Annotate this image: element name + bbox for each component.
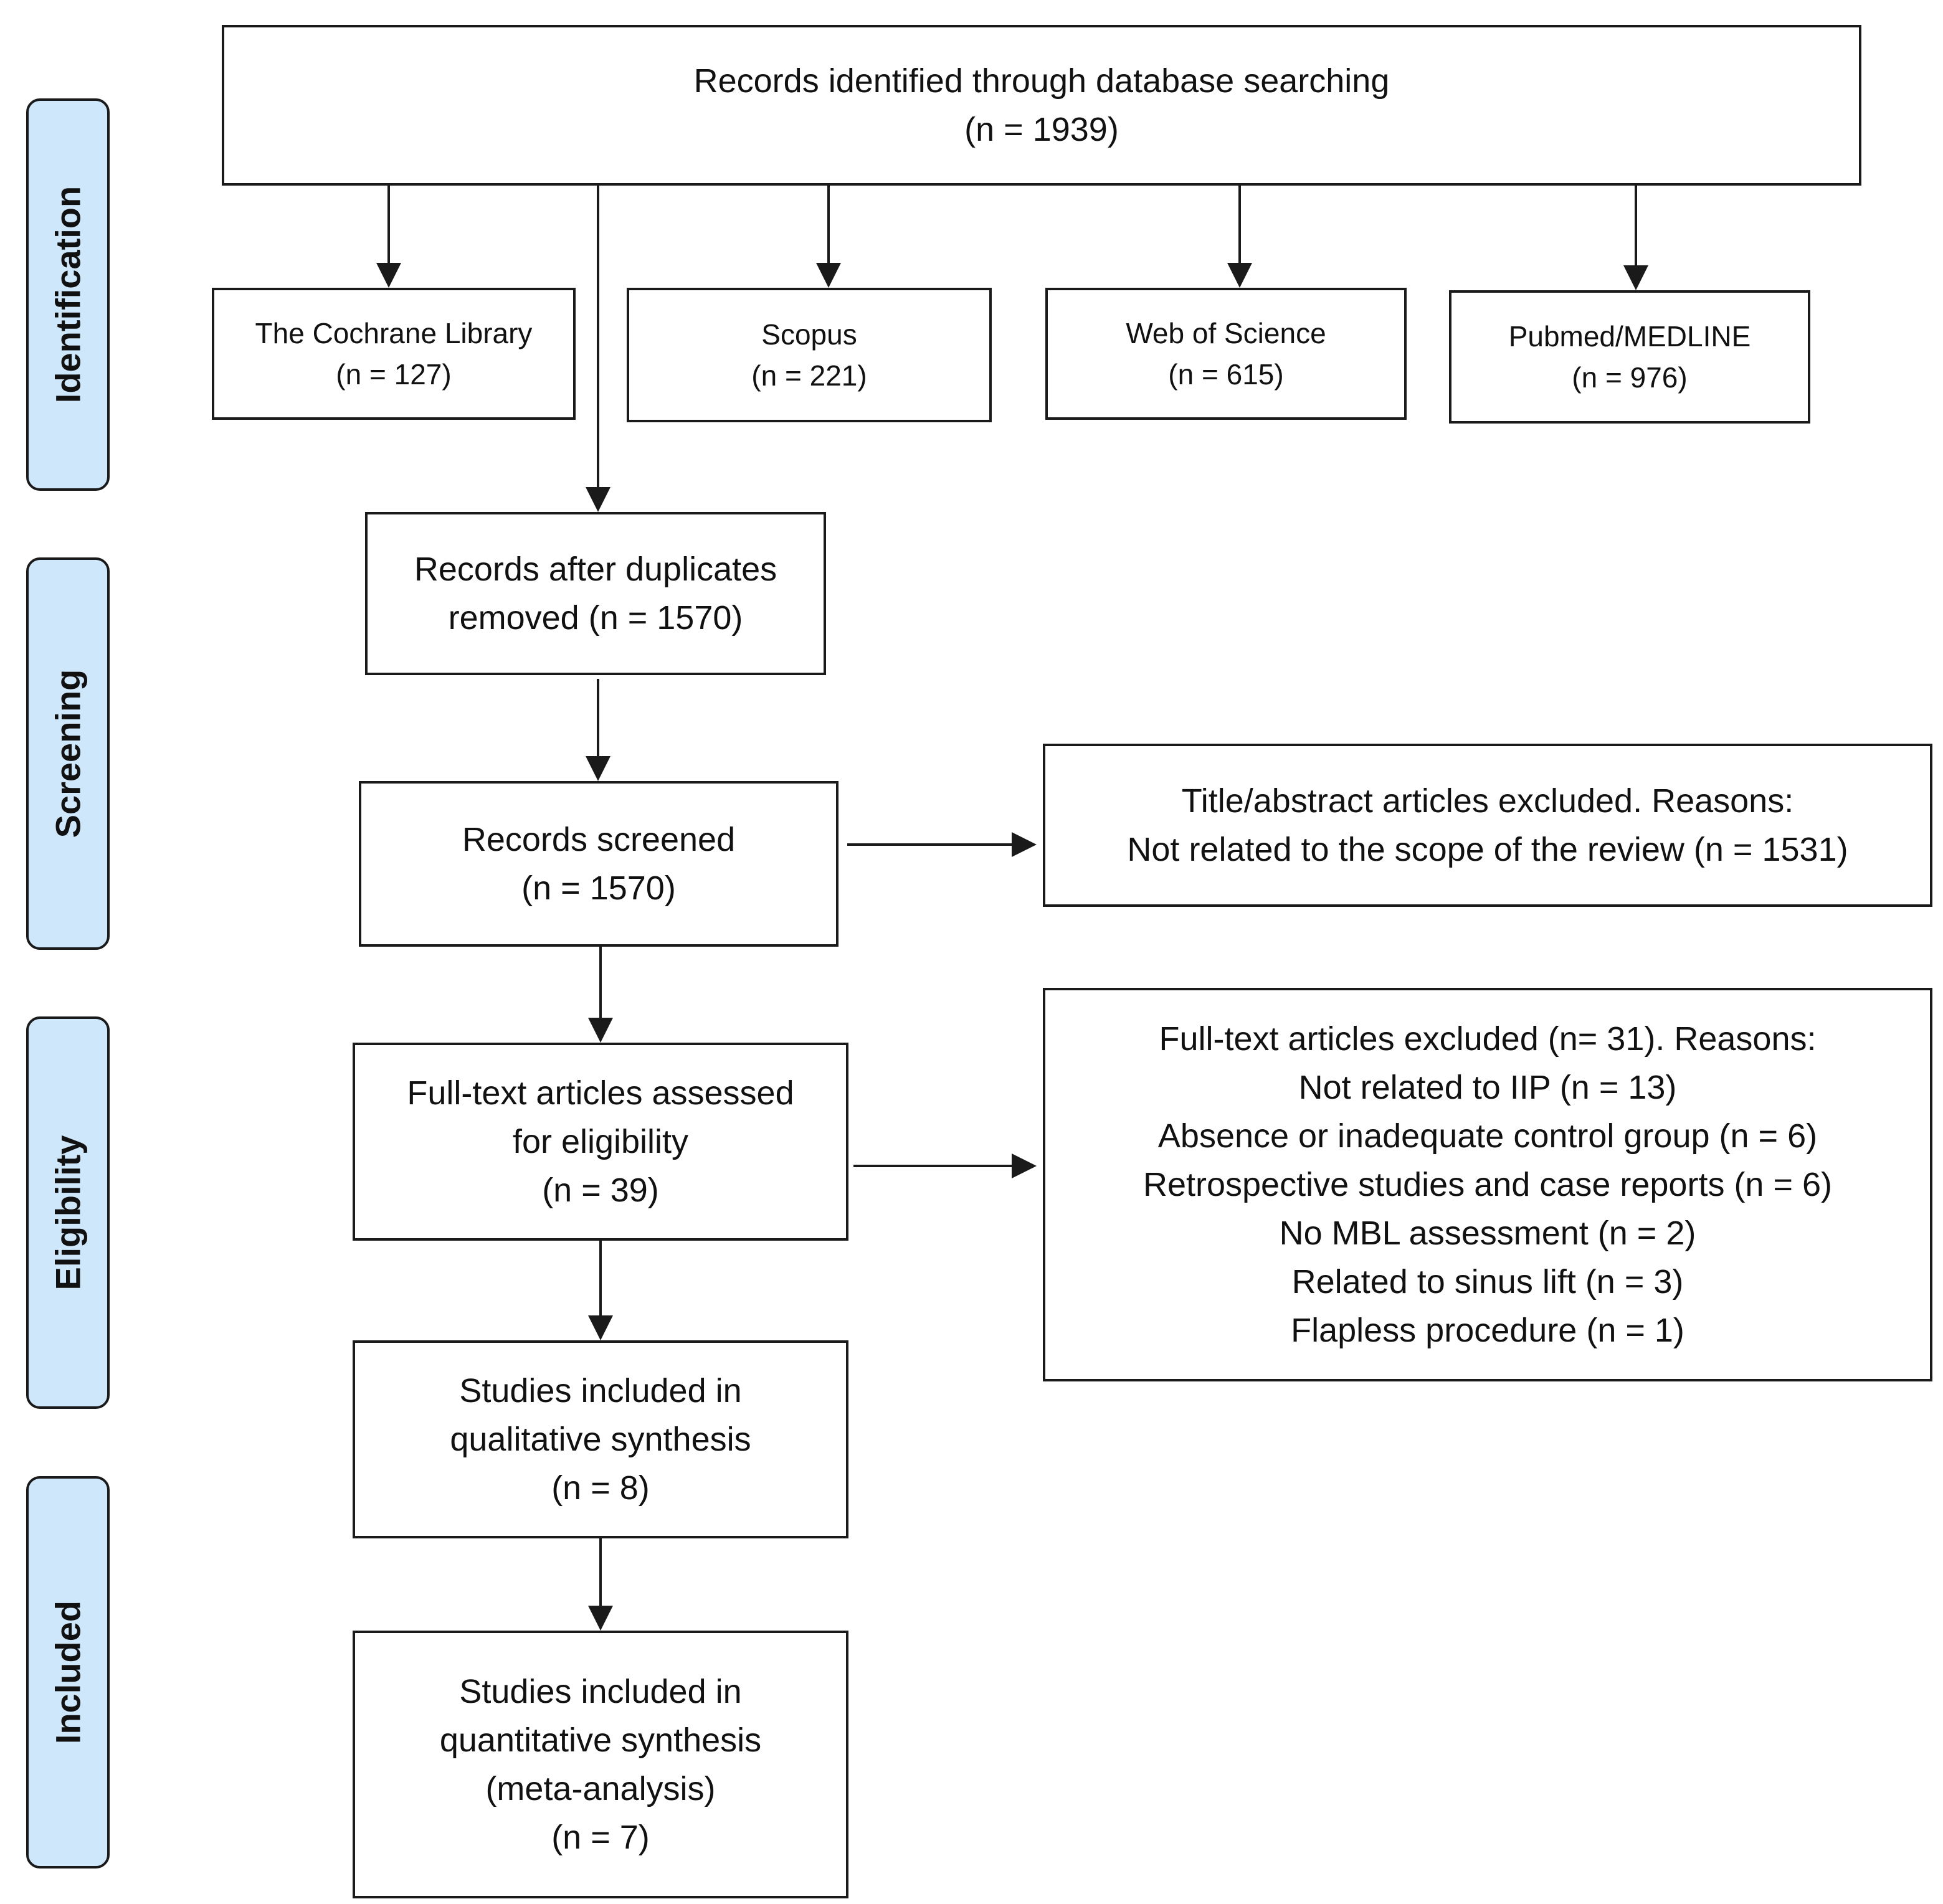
stage-screening: Screening — [26, 557, 110, 950]
database-count: (n = 127) — [336, 358, 452, 391]
records-identified-text: Records identified through database sear… — [693, 62, 1390, 100]
exclusion-reason: No MBL assessment (n = 2) — [1279, 1215, 1696, 1252]
database-count: (n = 221) — [751, 359, 867, 392]
exclusion-reason: Retrospective studies and case reports (… — [1143, 1166, 1833, 1203]
duplicates-removed-box: Records after duplicates removed (n = 15… — [365, 512, 826, 675]
database-count: (n = 976) — [1572, 361, 1688, 394]
full-text-assessed-box: Full-text articles assessed for eligibil… — [353, 1043, 848, 1241]
quantitative-synthesis-box: Studies included in quantitative synthes… — [353, 1631, 848, 1898]
records-identified-box: Records identified through database sear… — [222, 25, 1861, 186]
full-text-assessed-count: (n = 39) — [542, 1172, 659, 1209]
stage-included: Included — [26, 1476, 110, 1868]
duplicates-removed-line2: removed (n = 1570) — [448, 599, 743, 637]
stage-eligibility: Eligibility — [26, 1016, 110, 1409]
database-name: Pubmed/MEDLINE — [1508, 320, 1751, 353]
database-count: (n = 615) — [1168, 358, 1284, 391]
quantitative-count: (n = 7) — [551, 1819, 650, 1856]
stage-identification: Identification — [26, 98, 110, 491]
title-abstract-excluded-header: Title/abstract articles excluded. Reason… — [1181, 782, 1794, 820]
duplicates-removed-line1: Records after duplicates — [414, 551, 777, 588]
qualitative-line1: Studies included in — [459, 1372, 742, 1409]
database-box-cochrane: The Cochrane Library (n = 127) — [212, 288, 576, 420]
quantitative-line2: quantitative synthesis — [439, 1722, 762, 1759]
full-text-excluded-header: Full-text articles excluded (n= 31). Rea… — [1159, 1020, 1817, 1058]
records-identified-count: (n = 1939) — [964, 111, 1119, 148]
records-screened-box: Records screened (n = 1570) — [359, 781, 838, 947]
exclusion-reason: Not related to IIP (n = 13) — [1298, 1069, 1677, 1106]
full-text-excluded-box: Full-text articles excluded (n= 31). Rea… — [1043, 988, 1932, 1381]
qualitative-count: (n = 8) — [551, 1469, 650, 1507]
database-box-web-of-science: Web of Science (n = 615) — [1045, 288, 1407, 420]
exclusion-reason: Flapless procedure (n = 1) — [1291, 1312, 1684, 1349]
database-box-pubmed: Pubmed/MEDLINE (n = 976) — [1449, 290, 1810, 424]
title-abstract-excluded-box: Title/abstract articles excluded. Reason… — [1043, 744, 1932, 907]
quantitative-line1: Studies included in — [459, 1673, 742, 1710]
full-text-assessed-line2: for eligibility — [512, 1123, 689, 1160]
database-name: Scopus — [761, 318, 857, 351]
records-screened-text: Records screened — [462, 821, 736, 858]
qualitative-line2: qualitative synthesis — [450, 1421, 751, 1458]
quantitative-line3: (meta-analysis) — [485, 1770, 716, 1807]
database-name: Web of Science — [1126, 317, 1326, 349]
exclusion-reason: Absence or inadequate control group (n =… — [1157, 1117, 1818, 1155]
database-box-scopus: Scopus (n = 221) — [627, 288, 992, 422]
qualitative-synthesis-box: Studies included in qualitative synthesi… — [353, 1340, 848, 1538]
records-screened-count: (n = 1570) — [521, 869, 676, 907]
title-abstract-excluded-reason: Not related to the scope of the review (… — [1127, 831, 1848, 868]
full-text-assessed-line1: Full-text articles assessed — [407, 1074, 794, 1112]
exclusion-reason: Related to sinus lift (n = 3) — [1291, 1263, 1684, 1300]
database-name: The Cochrane Library — [255, 317, 533, 349]
